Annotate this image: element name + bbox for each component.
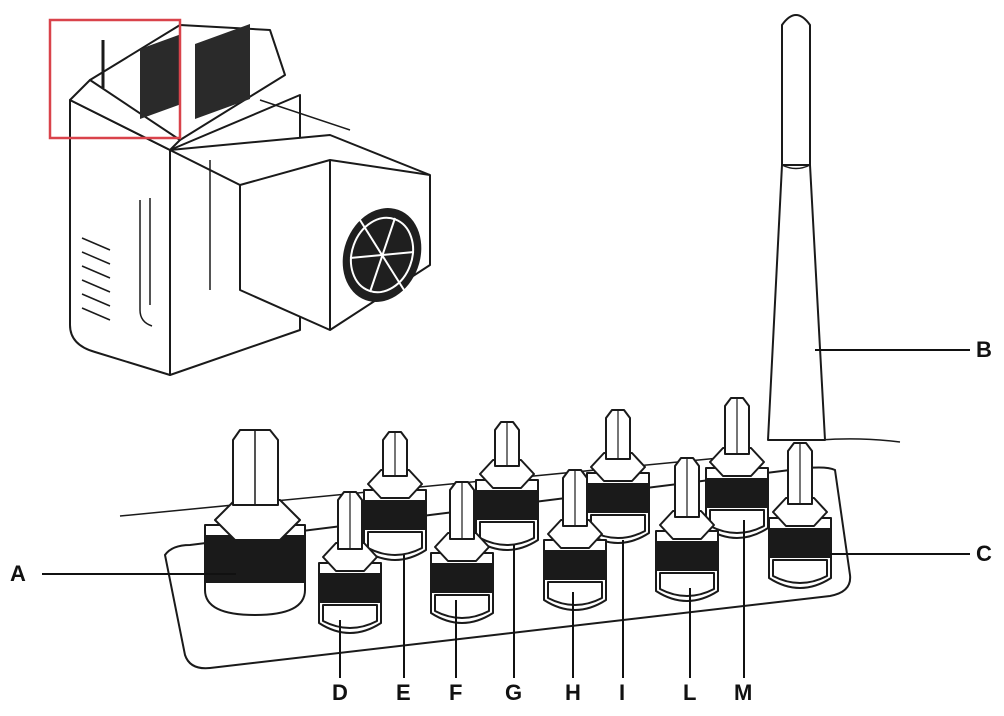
antenna-b xyxy=(767,14,826,441)
gland-i xyxy=(586,409,650,544)
callout-label-d: D xyxy=(332,680,348,705)
fan-icon xyxy=(342,208,422,302)
callout-label-c: C xyxy=(976,541,992,566)
callout-label-b: B xyxy=(976,337,992,362)
highlight-box xyxy=(48,18,182,140)
gland-e xyxy=(363,431,427,561)
callout-label-f: F xyxy=(449,680,463,705)
callout-label-l: L xyxy=(683,680,697,705)
gland-m xyxy=(705,397,769,539)
gland-g xyxy=(475,421,539,551)
callout-label-h: H xyxy=(565,680,581,705)
callout-label-e: E xyxy=(396,680,411,705)
callout-label-m: M xyxy=(734,680,753,705)
gland-c xyxy=(768,442,832,589)
unit-overview-drawing xyxy=(48,18,431,376)
gland-d xyxy=(318,491,382,634)
callout-label-a: A xyxy=(10,561,26,586)
callout-lines xyxy=(42,349,970,678)
gland-f xyxy=(430,481,494,624)
gland-h xyxy=(543,469,607,611)
gland-l xyxy=(655,457,719,602)
top-vent-grid xyxy=(140,24,250,120)
gland-a xyxy=(204,429,306,616)
small-glands-group xyxy=(318,397,832,634)
side-louvres xyxy=(81,237,111,321)
callout-label-g: G xyxy=(505,680,523,705)
callout-label-i: I xyxy=(619,680,626,705)
